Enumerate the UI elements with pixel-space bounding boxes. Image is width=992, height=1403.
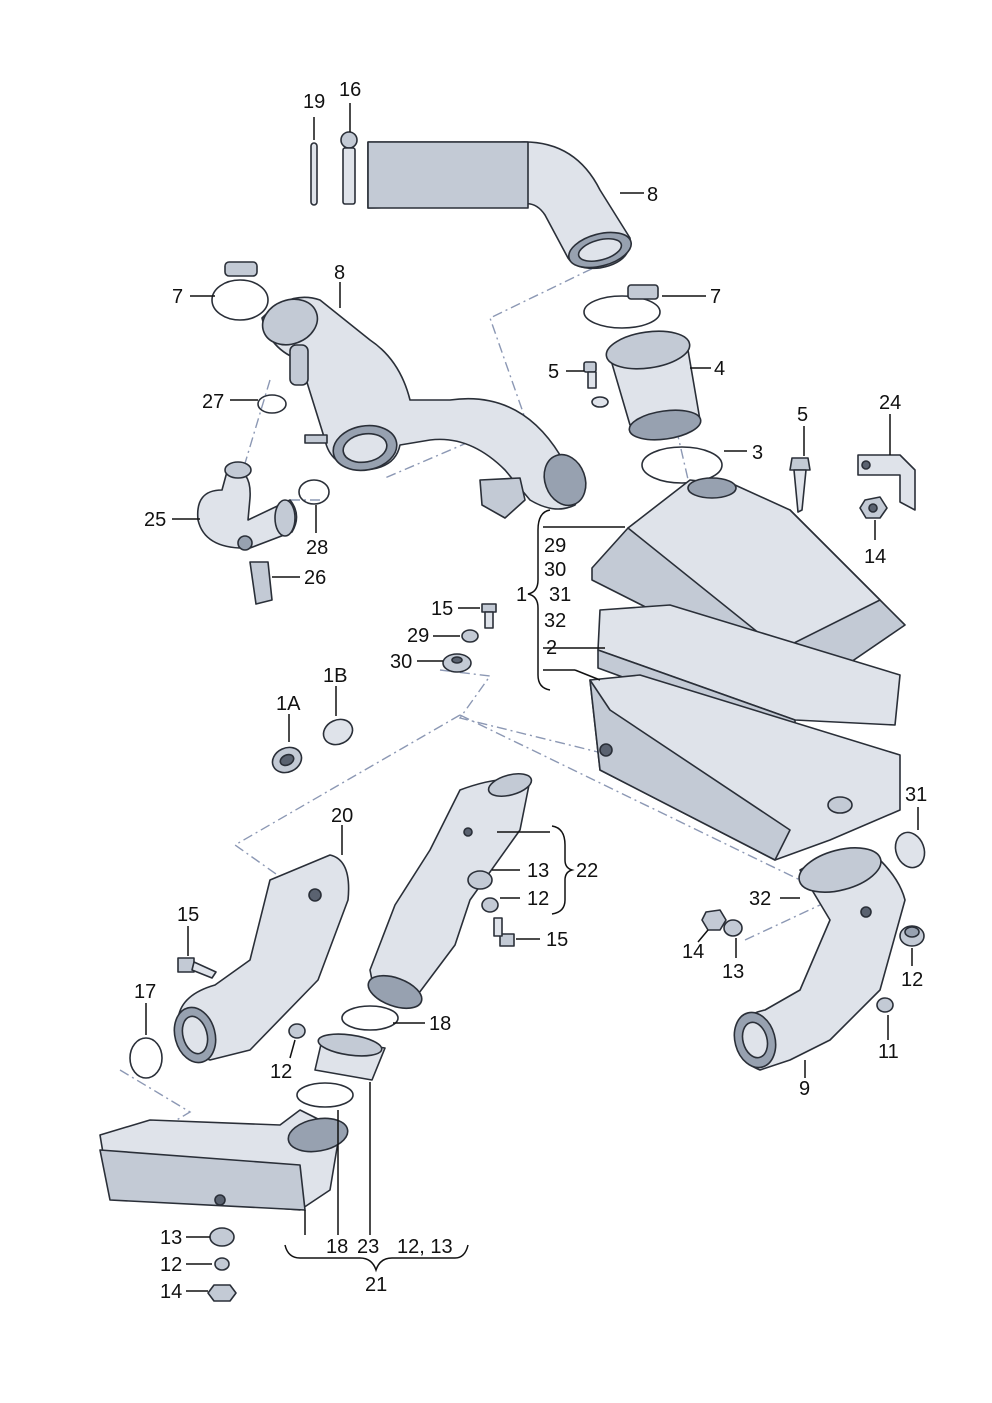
label-17: 17 — [134, 981, 156, 1003]
hose-clamp-part — [341, 1005, 399, 1031]
label-12: 12 — [270, 1061, 292, 1083]
nut-part — [288, 1023, 306, 1039]
label-15: 15 — [177, 904, 199, 926]
nut-part — [859, 496, 888, 519]
label-30: 30 — [390, 651, 412, 673]
label-29: 29 — [544, 535, 566, 557]
label-15: 15 — [546, 929, 568, 951]
screw-part — [583, 361, 609, 408]
label-8: 8 — [647, 184, 658, 206]
label-5: 5 — [548, 361, 559, 383]
o-ring-part — [129, 1037, 163, 1079]
label-22: 22 — [576, 860, 598, 882]
label-7: 7 — [172, 286, 183, 308]
hose-clamp-part — [211, 261, 269, 321]
label-3: 3 — [752, 442, 763, 464]
o-ring-part — [641, 446, 723, 484]
label-25: 25 — [144, 509, 166, 531]
grommet-1b-part — [322, 718, 354, 746]
grommet-part — [723, 919, 743, 937]
intake-adapter-part — [605, 330, 702, 441]
air-filter-housing-lower-part — [589, 674, 901, 861]
hose-clip-part — [340, 131, 358, 205]
label-18: 18 — [326, 1236, 348, 1258]
label-16: 16 — [339, 79, 361, 101]
label-29: 29 — [407, 625, 429, 647]
label-9: 9 — [799, 1078, 810, 1100]
label-1a: 1A — [276, 693, 301, 715]
callout-labels: 19 16 8 8 7 7 4 5 3 5 24 14 27 25 28 26 … — [134, 79, 927, 1303]
label-28: 28 — [306, 537, 328, 559]
grommet-part — [894, 831, 926, 869]
hose-sleeve-part — [314, 1033, 386, 1081]
intake-pipe-part — [367, 772, 533, 1010]
upper-air-duct-part — [367, 141, 632, 270]
label-12: 12 — [527, 888, 549, 910]
small-clamp-part — [298, 479, 330, 505]
washer-part — [461, 629, 479, 643]
label-23: 23 — [357, 1236, 379, 1258]
grommet-part — [467, 870, 493, 890]
bolt-part — [177, 957, 217, 979]
bracket-part — [857, 454, 916, 511]
bolt-part — [481, 603, 497, 629]
hose-clamp-part — [583, 284, 661, 329]
label-18: 18 — [429, 1013, 451, 1035]
grommet-part — [899, 925, 925, 947]
label-13: 13 — [160, 1227, 182, 1249]
grommet-1a-part — [271, 746, 303, 774]
label-24: 24 — [879, 392, 901, 414]
label-1: 1 — [516, 584, 527, 606]
leader-lines — [145, 103, 919, 1292]
label-30: 30 — [544, 559, 566, 581]
plug-part — [876, 997, 894, 1013]
label-14: 14 — [682, 941, 704, 963]
label-21: 21 — [365, 1274, 387, 1296]
label-8: 8 — [334, 262, 345, 284]
small-clamp-part — [257, 394, 287, 414]
screw-part — [789, 457, 811, 513]
grommet-part — [442, 653, 472, 673]
resonator-part — [99, 1109, 349, 1211]
label-31: 31 — [905, 784, 927, 806]
hose-clamp-part — [296, 1082, 354, 1108]
label-12-13: 12, 13 — [397, 1236, 453, 1258]
label-27: 27 — [202, 391, 224, 413]
label-13: 13 — [722, 961, 744, 983]
air-guide-right-part — [733, 847, 906, 1071]
nut-part — [481, 897, 499, 913]
label-1b: 1B — [323, 665, 347, 687]
grommet-part — [209, 1227, 235, 1247]
label-14: 14 — [160, 1281, 182, 1303]
label-26: 26 — [304, 567, 326, 589]
nut-part — [214, 1257, 230, 1271]
label-5: 5 — [797, 404, 808, 426]
label-12: 12 — [901, 969, 923, 991]
lower-air-duct-part — [261, 296, 587, 519]
nut-part — [701, 909, 727, 931]
label-13: 13 — [527, 860, 549, 882]
connector-part — [249, 561, 273, 605]
label-2: 2 — [546, 637, 557, 659]
air-guide-left-part — [173, 854, 350, 1064]
label-19: 19 — [303, 91, 325, 113]
label-7: 7 — [710, 286, 721, 308]
label-11: 11 — [878, 1041, 899, 1063]
label-14: 14 — [864, 546, 886, 568]
label-15: 15 — [431, 598, 453, 620]
label-4: 4 — [714, 358, 725, 380]
label-32: 32 — [749, 888, 771, 910]
label-20: 20 — [331, 805, 353, 827]
bolt-part — [493, 917, 515, 947]
label-12: 12 — [160, 1254, 182, 1276]
label-31: 31 — [549, 584, 571, 606]
nut-part — [207, 1284, 237, 1302]
cable-tie-part — [310, 142, 318, 206]
label-32: 32 — [544, 610, 566, 632]
breather-hose-part — [196, 461, 298, 551]
